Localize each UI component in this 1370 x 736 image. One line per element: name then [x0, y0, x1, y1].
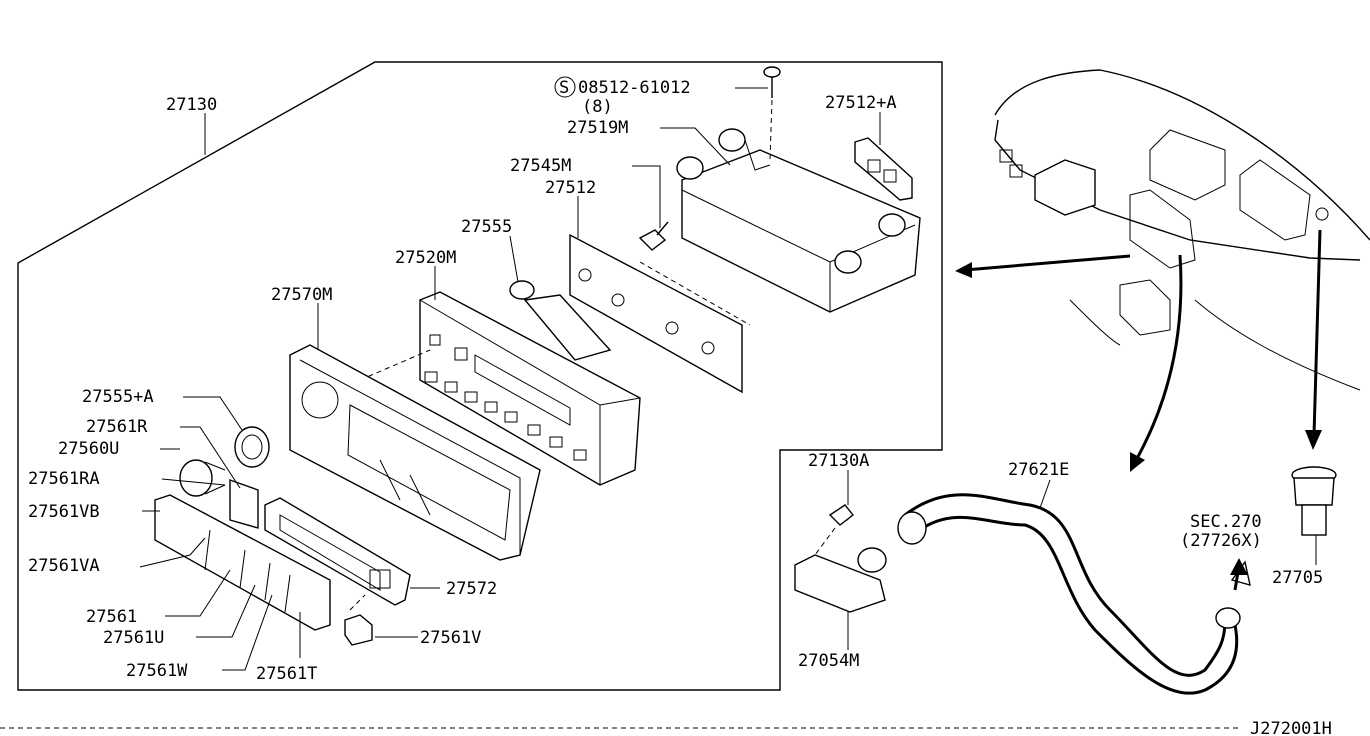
knob-27560u [179, 459, 226, 497]
piece-27561v [344, 594, 373, 646]
label-sec270: SEC.270 [1190, 512, 1262, 532]
drawing-id: J272001H [1250, 719, 1332, 736]
pointer-arrows [955, 229, 1322, 591]
label-27512: 27512 [545, 178, 596, 198]
label-27561: 27561 [86, 607, 137, 627]
socket-27555 [509, 280, 612, 361]
clip-27705 [1291, 466, 1337, 536]
ring-27555a [234, 426, 270, 468]
label-27561u: 27561U [103, 628, 164, 648]
sensor-27054m [794, 504, 887, 613]
frame-27572 [264, 497, 411, 606]
label-27520m: 27520M [395, 248, 456, 268]
button-strip [154, 494, 331, 631]
plate-27512a [854, 137, 913, 201]
housing-27519m [676, 128, 921, 313]
lever-27561r [229, 479, 259, 529]
label-27561t: 27561T [256, 664, 317, 684]
label-27130a: 27130A [808, 451, 869, 471]
label-27512a: 27512+A [825, 93, 897, 113]
dashboard-view [994, 69, 1370, 391]
screw-27545m [638, 221, 669, 251]
symbol-s-circle [554, 76, 576, 98]
label-27054m: 27054M [798, 651, 859, 671]
label-27561r: 27561R [86, 417, 148, 437]
label-27560u: 27560U [58, 439, 119, 459]
label-sec270-ref: (27726X) [1180, 531, 1262, 551]
label-27705: 27705 [1272, 568, 1323, 588]
label-27545m: 27545M [510, 156, 571, 176]
label-27561v: 27561V [420, 628, 481, 648]
assembly-boundary [17, 61, 943, 691]
symbol-s: S [559, 78, 569, 98]
label-27561va: 27561VA [28, 556, 100, 576]
label-27519m: 27519M [567, 118, 628, 138]
label-27572: 27572 [446, 579, 497, 599]
label-27130: 27130 [166, 95, 217, 115]
label-27561vb: 27561VB [28, 502, 100, 522]
label-27621e: 27621E [1008, 460, 1069, 480]
label-08512-61012: 08512-61012 [578, 78, 691, 98]
bezel-27570m [289, 344, 541, 561]
label-27555a: 27555+A [82, 387, 154, 407]
label-08512-qty: (8) [582, 97, 613, 117]
label-27561ra: 27561RA [28, 469, 100, 489]
screw-08512 [763, 66, 781, 161]
leader-lines [139, 87, 1317, 671]
hose-27621e [897, 493, 1251, 695]
control-panel-27520m [359, 291, 641, 486]
callout-labels: 27130 S 08512-61012 (8) 27519M 27512+A 2… [28, 76, 1332, 736]
label-27555: 27555 [461, 217, 512, 237]
label-27570m: 27570M [271, 285, 332, 305]
label-27561w: 27561W [126, 661, 188, 681]
bracket-27512 [569, 233, 751, 394]
